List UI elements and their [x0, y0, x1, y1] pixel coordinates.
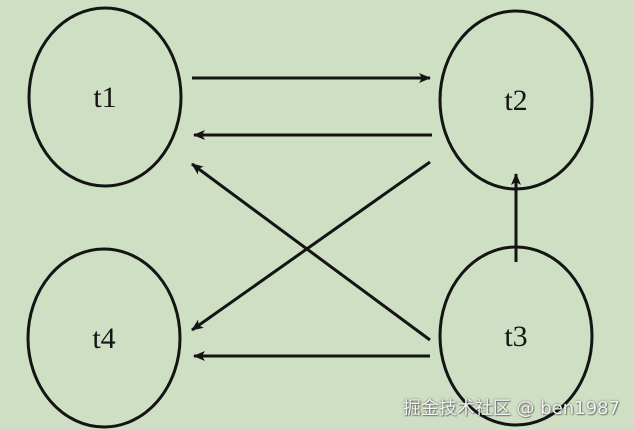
- nodes-layer: t1 t2 t3 t4: [26, 6, 594, 429]
- node-t4: t4: [26, 247, 182, 429]
- node-circle: [27, 6, 183, 188]
- node-circle: [438, 245, 594, 427]
- node-t3: t3: [438, 245, 594, 427]
- watermark: 掘金技术社区 @ ben1987: [402, 398, 620, 419]
- node-circle: [26, 247, 182, 429]
- edge-t3-to-t1: [191, 162, 431, 342]
- node-t2: t2: [438, 9, 594, 191]
- node-label: t1: [93, 81, 116, 114]
- node-label: t4: [92, 322, 115, 355]
- node-t1: t1: [27, 6, 183, 188]
- edge-t2-to-t4: [191, 160, 431, 332]
- edges-layer: [191, 73, 521, 361]
- node-label: t3: [504, 320, 527, 353]
- node-label: t2: [504, 84, 527, 117]
- node-circle: [438, 9, 594, 191]
